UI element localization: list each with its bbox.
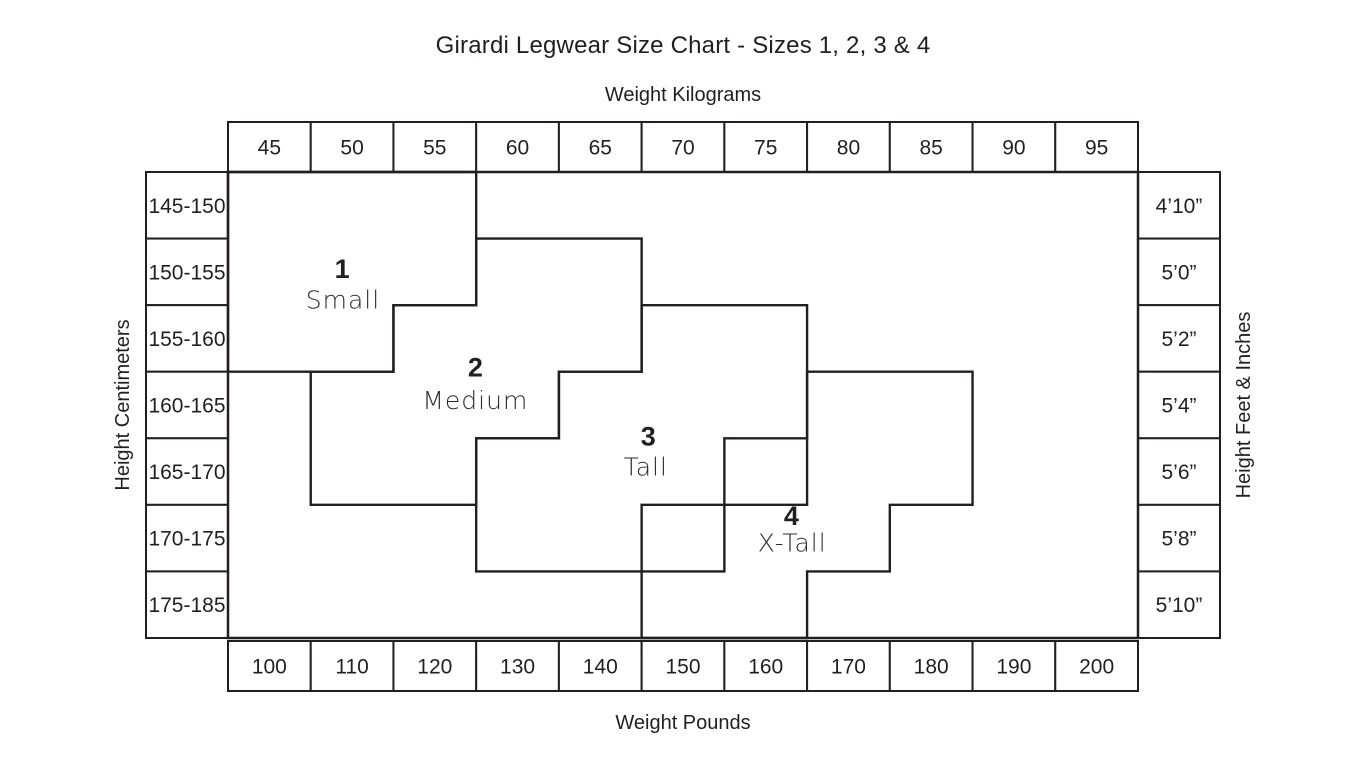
lb-value: 140	[583, 656, 618, 679]
cm-cell	[145, 304, 229, 373]
ftin-value: 5’10”	[1156, 594, 1203, 617]
cm-value: 160-165	[148, 395, 225, 418]
cm-value: 165-170	[148, 461, 225, 484]
cm-value: 175-185	[148, 594, 225, 617]
lb-value: 200	[1079, 656, 1114, 679]
kg-value: 85	[920, 137, 943, 160]
region-2-number: 2	[468, 353, 483, 383]
kg-cell	[640, 121, 726, 173]
chart-title: Girardi Legwear Size Chart - Sizes 1, 2,…	[435, 32, 931, 59]
cm-value: 150-155	[148, 261, 225, 284]
ftin-value: 5’4”	[1161, 395, 1196, 418]
cm-cell	[145, 370, 229, 440]
kg-value: 60	[506, 137, 529, 160]
lb-cell	[1054, 640, 1139, 692]
region-4-name: X-Tall	[758, 528, 827, 557]
axis-label-weight-kilograms: Weight Kilograms	[604, 84, 762, 106]
kg-value: 80	[837, 137, 860, 160]
ftin-cell	[1137, 503, 1221, 573]
cm-cell	[145, 570, 229, 640]
lb-cell	[392, 640, 478, 692]
ftin-value: 4’10”	[1156, 195, 1203, 218]
region-1-name: Small	[306, 285, 380, 314]
lb-value: 110	[335, 656, 368, 679]
region-4-number: 4	[784, 501, 799, 531]
lb-value: 130	[500, 656, 535, 679]
lb-value: 160	[748, 656, 783, 679]
kg-cell	[309, 121, 395, 173]
ftin-value: 5’6”	[1161, 461, 1196, 484]
lb-value: 120	[417, 656, 452, 679]
lb-cell	[806, 640, 891, 692]
lb-value: 150	[665, 656, 700, 679]
region-outline-small	[226, 170, 478, 373]
region-2-name: Medium	[422, 386, 528, 415]
ftin-cell	[1137, 171, 1221, 240]
lb-cell	[475, 640, 560, 692]
ftin-value: 5’8”	[1161, 528, 1196, 551]
kg-value: 75	[754, 137, 777, 160]
lb-cell	[888, 640, 974, 692]
kg-value: 65	[589, 137, 612, 160]
region-1-number: 1	[335, 254, 350, 284]
region-3-number: 3	[641, 421, 656, 451]
lb-cell	[557, 640, 643, 692]
cm-value: 155-160	[148, 328, 225, 351]
region-outline-x-tall	[640, 370, 974, 640]
cm-cell	[145, 171, 229, 240]
lb-value: 190	[996, 656, 1031, 679]
kg-cell	[557, 121, 643, 173]
region-3-name: Tall	[624, 452, 668, 481]
grid-border	[226, 170, 1140, 640]
ftin-value: 5’0”	[1161, 261, 1196, 284]
kg-value: 50	[340, 137, 363, 160]
ftin-cell	[1137, 570, 1221, 640]
kg-value: 70	[671, 137, 694, 160]
lb-cell	[971, 640, 1057, 692]
lb-value: 100	[252, 656, 287, 679]
kg-value: 55	[423, 137, 446, 160]
ftin-value: 5’2”	[1161, 328, 1196, 351]
lb-value: 170	[831, 656, 866, 679]
lb-cell	[309, 640, 395, 692]
axis-label-weight-pounds: Weight Pounds	[615, 712, 751, 734]
kg-value: 95	[1085, 137, 1108, 160]
lb-value: 180	[914, 656, 949, 679]
cm-value: 170-175	[148, 528, 225, 551]
kg-cell	[1054, 121, 1139, 173]
kg-value: 45	[258, 137, 281, 160]
kg-value: 90	[1002, 137, 1025, 160]
cm-value: 145-150	[148, 195, 225, 218]
ftin-cell	[1137, 370, 1221, 440]
kg-cell	[392, 121, 478, 173]
